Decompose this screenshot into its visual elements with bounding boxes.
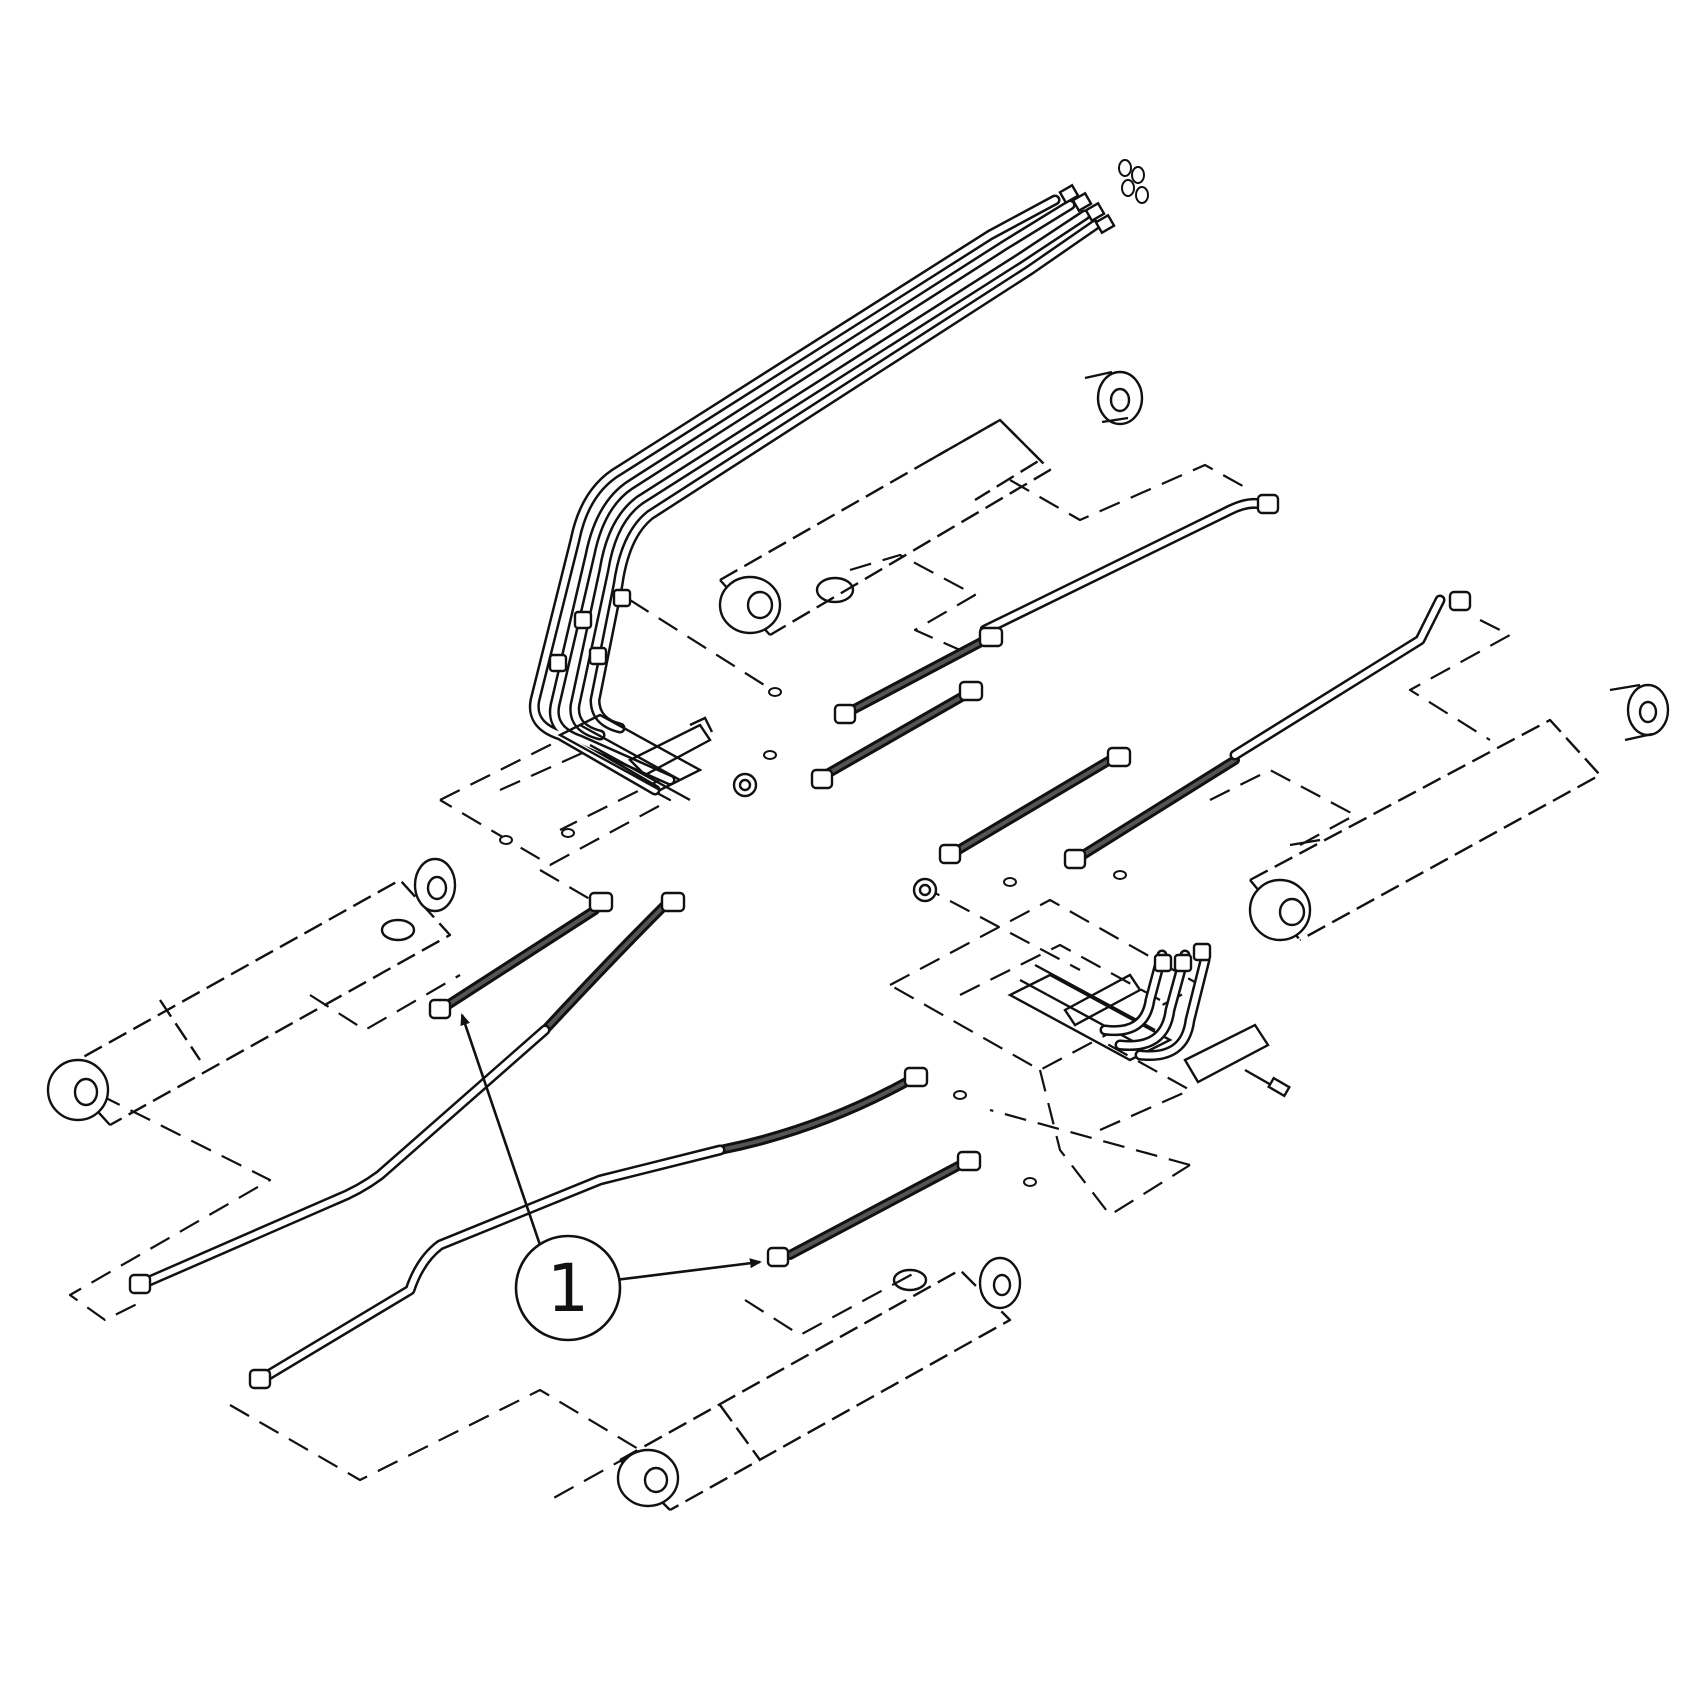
right-valve-bracket	[912, 870, 1291, 1098]
hose-fittings	[128, 493, 1472, 1390]
cylinder-left	[46, 857, 457, 1127]
cylinder-right	[1248, 683, 1670, 942]
callout-1: 1	[460, 1013, 762, 1342]
rigid-tube-bundle	[528, 159, 1149, 796]
assembly-dashed-lines	[68, 463, 1512, 1501]
cylinder-upper	[718, 370, 1144, 637]
hoses	[134, 497, 1446, 1386]
callout-1-label: 1	[547, 1250, 589, 1327]
upper-valve-bracket	[499, 687, 782, 845]
cylinder-bottom	[616, 1256, 1022, 1512]
callout-1-circle	[514, 1234, 622, 1342]
callout-1-leader-upper	[460, 1013, 542, 1246]
callout-1-leader-right	[614, 1258, 762, 1282]
